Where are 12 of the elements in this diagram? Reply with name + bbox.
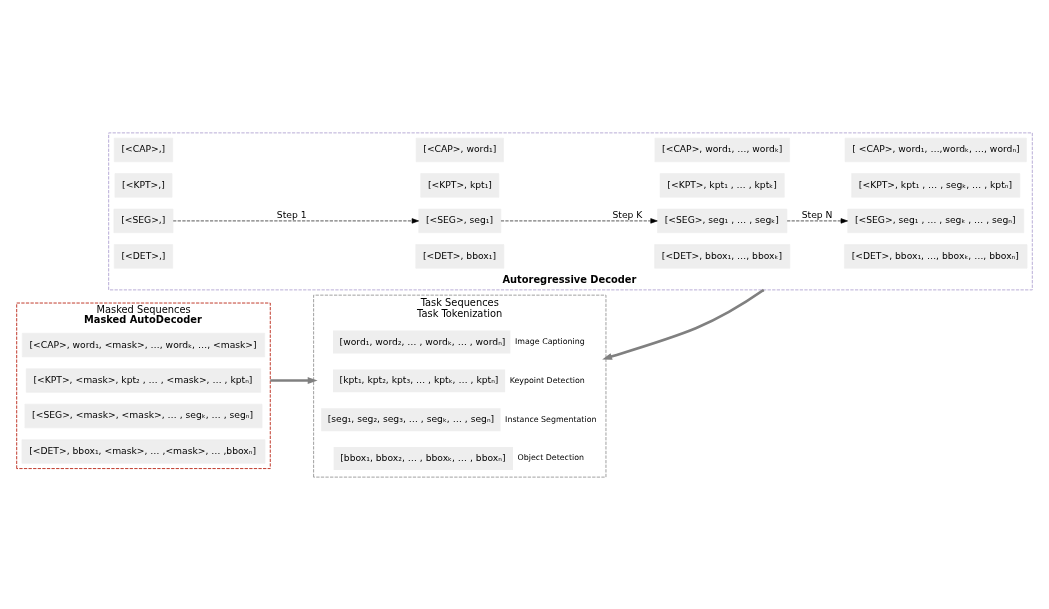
edge-label: Step 1 [276,208,307,220]
node-box: [<SEG>, seg₁ , … , segₖ , … , segₙ] [847,208,1025,233]
arrow [172,217,419,224]
node-box: [<SEG>,] [113,208,174,233]
edge-label: Step K [612,208,643,220]
node-box: [<SEG>, seg₁] [418,208,502,233]
node-box: [<SEG>, seg₁ , … , segₖ] [657,208,788,233]
arrow [602,288,765,360]
arrow [270,376,318,384]
edge-label: Step N [801,208,833,220]
arrow [786,217,848,224]
arrow [500,217,658,224]
